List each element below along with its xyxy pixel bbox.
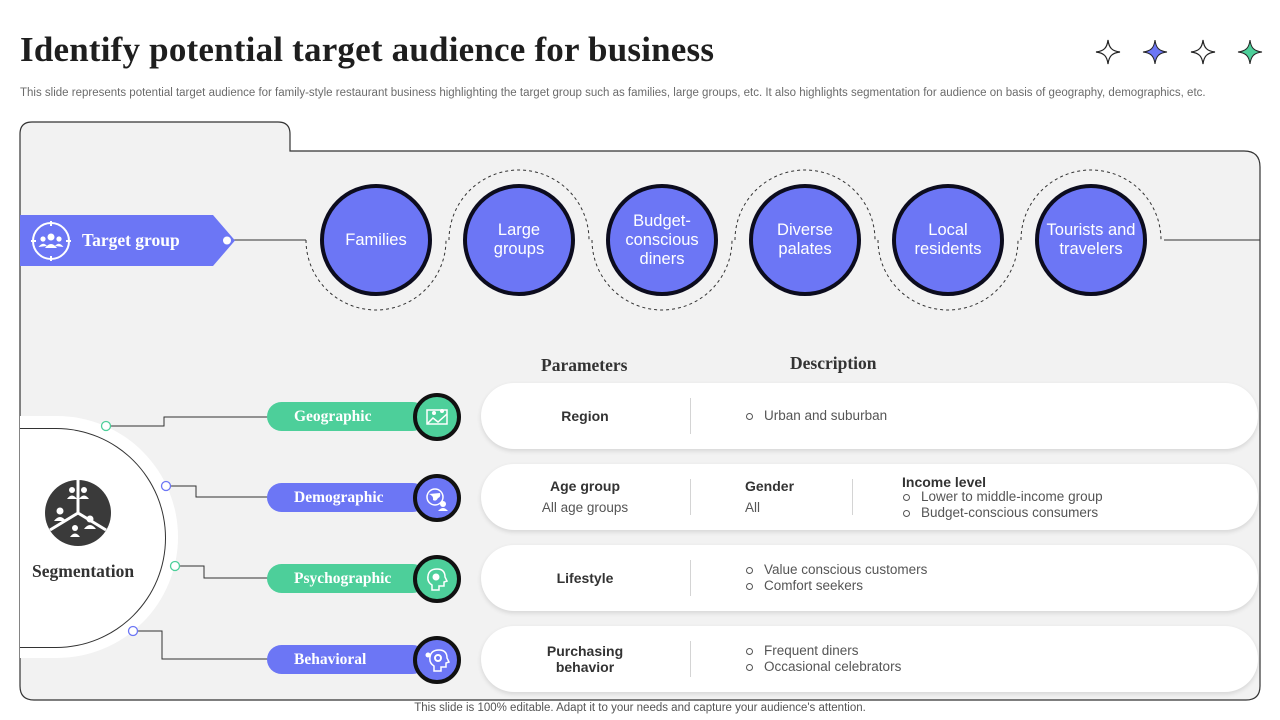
income-level-label: Income level	[902, 474, 987, 490]
lifestyle-param: Lifestyle	[556, 570, 614, 586]
dashed-ring	[448, 169, 590, 241]
segmentation-label: Segmentation	[32, 561, 135, 581]
purchasing-behavior-param: Purchasing behavior	[546, 643, 624, 675]
behavioral-pill: Behavioral	[267, 645, 427, 674]
segmentation-connectors	[110, 416, 268, 660]
parameters-header: Parameters	[541, 355, 628, 375]
connector-dots	[100, 420, 181, 637]
behavioral-row	[481, 626, 1258, 692]
lifestyle-description: Value conscious customers Comfort seeker…	[745, 562, 927, 594]
dashed-ring	[1020, 169, 1162, 241]
row-divider	[690, 560, 691, 596]
psychographic-head-icon	[413, 555, 461, 603]
target-group-icon	[31, 221, 71, 261]
dashed-ring	[305, 239, 447, 311]
slide-title: Identify potential target audience for b…	[20, 30, 715, 69]
demographic-pill: Demographic	[267, 483, 427, 512]
target-circle-families: Families	[320, 184, 432, 296]
target-circle-local-residents: Local residents	[892, 184, 1004, 296]
row-divider	[690, 479, 691, 515]
demographic-connector	[170, 485, 268, 498]
region-description: Urban and suburban	[745, 408, 887, 424]
row-divider	[690, 398, 691, 434]
dashed-ring	[734, 169, 876, 241]
row-divider	[690, 641, 691, 677]
psychographic-pill: Psychographic	[267, 564, 427, 593]
region-param: Region	[561, 408, 609, 424]
dashed-rings	[305, 169, 1162, 311]
age-group-param: Age group	[550, 478, 620, 494]
sparkle-outline-icon	[1095, 39, 1121, 65]
demographic-row	[481, 464, 1258, 530]
dashed-ring	[877, 239, 1019, 311]
sparkle-outline-icon	[1190, 39, 1216, 65]
list-item: Frequent diners	[745, 643, 901, 659]
purchasing-behavior-description: Frequent diners Occasional celebrators	[745, 643, 901, 675]
row-divider	[852, 479, 853, 515]
target-group-label: Target group	[82, 230, 180, 250]
list-item: Value conscious customers	[745, 562, 927, 578]
geographic-row	[481, 383, 1258, 449]
footer-note: This slide is 100% editable. Adapt it to…	[414, 702, 866, 714]
age-group-value: All age groups	[541, 500, 629, 515]
geographic-map-icon	[413, 393, 461, 441]
target-circle-diverse-palates: Diverse palates	[749, 184, 861, 296]
geographic-pill: Geographic	[267, 402, 427, 431]
segmentation-pie-people-icon	[45, 480, 111, 546]
target-circle-large-groups: Large groups	[463, 184, 575, 296]
dashed-ring	[591, 239, 733, 311]
list-item: Urban and suburban	[745, 408, 887, 424]
slide-subtitle: This slide represents potential target a…	[20, 87, 1206, 99]
list-item: Lower to middle-income group	[902, 489, 1103, 505]
sparkle-green-icon	[1237, 39, 1263, 65]
psychographic-connector	[179, 565, 268, 579]
geographic-connector	[110, 416, 268, 427]
income-level-description: Lower to middle-income group Budget-cons…	[902, 489, 1103, 521]
list-item: Comfort seekers	[745, 578, 927, 594]
target-group-tag	[20, 215, 235, 266]
target-circle-budget-conscious: Budget-conscious diners	[606, 184, 718, 296]
sparkle-blue-icon	[1142, 39, 1168, 65]
decorative-stars	[1094, 38, 1264, 68]
list-item: Occasional celebrators	[745, 659, 901, 675]
list-item: Budget-conscious consumers	[902, 505, 1103, 521]
behavioral-connector	[137, 630, 268, 660]
demographic-globe-icon	[413, 474, 461, 522]
target-circle-tourists: Tourists and travelers	[1035, 184, 1147, 296]
description-header: Description	[790, 353, 877, 373]
psychographic-row	[481, 545, 1258, 611]
gender-label: Gender	[745, 478, 795, 494]
gender-value: All	[745, 500, 761, 515]
behavioral-gear-head-icon	[413, 636, 461, 684]
